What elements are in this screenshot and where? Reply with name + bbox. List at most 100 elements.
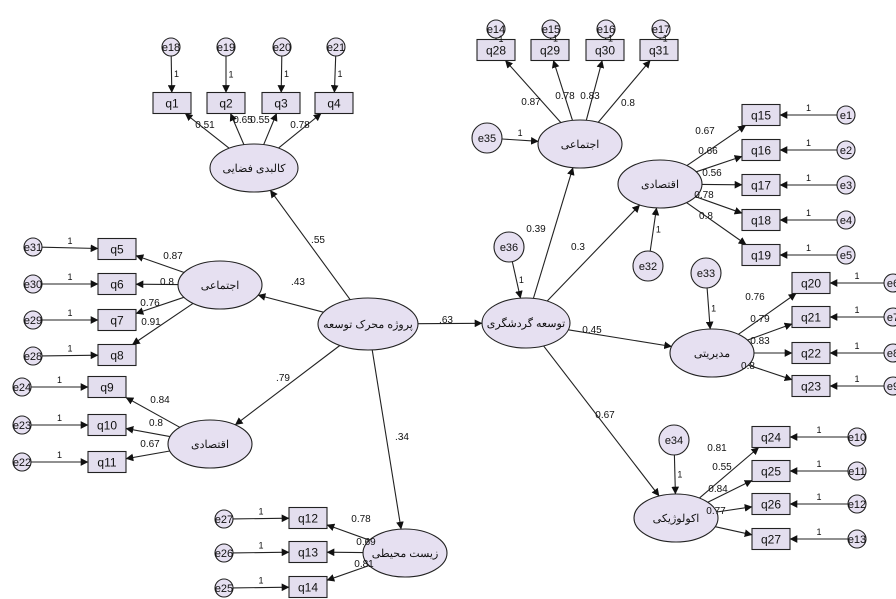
observed-variable-box [261, 91, 301, 115]
observed-variable-box [585, 38, 625, 62]
error-term-label: e31 [24, 242, 42, 254]
error-term-label: e11 [848, 466, 866, 478]
error-term-circle [651, 19, 671, 39]
disturbance-circle [690, 257, 722, 289]
latent-label: زیست محیطی [372, 548, 439, 560]
fixed-parameter-label: 1 [656, 225, 661, 235]
fixed-parameter-label: 1 [816, 527, 821, 537]
observed-variable-box [87, 375, 127, 399]
loading-value: 0.84 [150, 395, 170, 406]
observed-variable-box [741, 138, 781, 162]
disturbance-arrow [511, 261, 523, 299]
fixed-parameter-label: 1 [806, 103, 811, 113]
disturbance-label: e35 [478, 133, 496, 145]
error-term-circle [883, 343, 896, 363]
loading-value: 0.8 [621, 98, 635, 109]
loading-value: 0.77 [706, 506, 726, 517]
fixed-parameter-label: 1 [174, 69, 179, 79]
structural-path-arrow [546, 204, 641, 302]
loading-arrow [585, 60, 605, 121]
observed-variable-box [87, 413, 127, 437]
fixed-parameter-label: 1 [553, 34, 558, 44]
latent-label: اقتصادی [641, 179, 679, 191]
loading-arrow [707, 479, 753, 503]
fixed-parameter-label: 1 [57, 413, 62, 423]
loading-value: 0.87 [521, 97, 541, 108]
latent-label: توسعه گردشگری [487, 317, 565, 330]
fixed-parameter-label: 1 [67, 236, 72, 246]
loading-value: 0.78 [351, 514, 371, 525]
structural-coefficient: .43 [291, 277, 305, 288]
observed-variable-label: q28 [486, 44, 506, 58]
structural-path-arrow [568, 329, 672, 350]
observed-variable-label: q17 [751, 179, 771, 193]
error-path-arrow [330, 55, 339, 93]
loading-arrow [597, 60, 651, 123]
observed-variable-label: q10 [97, 419, 117, 433]
error-term-label: e21 [327, 42, 345, 54]
error-term-label: e8 [887, 348, 896, 360]
error-term-circle [12, 415, 32, 435]
error-path-arrow [277, 55, 286, 93]
structural-coefficient: 0.67 [595, 410, 615, 421]
latent-node [317, 297, 419, 351]
error-path-arrow [232, 514, 290, 523]
observed-variable-label: q6 [110, 278, 124, 292]
structural-path-arrow [543, 345, 660, 497]
observed-variable-label: q15 [751, 109, 771, 123]
loading-value: 0.66 [698, 146, 718, 157]
error-term-circle [836, 140, 856, 160]
loading-arrow [135, 254, 185, 274]
fixed-parameter-label: 1 [816, 492, 821, 502]
error-term-label: e27 [215, 514, 233, 526]
fixed-parameter-label: 1 [854, 341, 859, 351]
observed-variable-label: q27 [761, 533, 781, 547]
error-term-label: e30 [24, 279, 42, 291]
loading-value: 0.78 [290, 120, 310, 131]
error-term-circle [847, 427, 867, 447]
fixed-parameter-label: 1 [806, 243, 811, 253]
observed-variable-box [791, 341, 831, 365]
error-term-circle [836, 175, 856, 195]
structural-coefficient: 0.39 [526, 224, 546, 235]
latent-label: مدیریتی [694, 348, 730, 360]
fixed-parameter-label: 1 [67, 272, 72, 282]
observed-variable-box [741, 243, 781, 267]
observed-variable-label: q25 [761, 465, 781, 479]
loading-value: 0.69 [356, 537, 376, 548]
loading-value: 0.78 [694, 190, 714, 201]
loading-arrow [125, 397, 181, 428]
observed-variable-label: q3 [274, 97, 288, 111]
observed-variable-box [288, 506, 328, 530]
structural-coefficient: 0.45 [582, 325, 602, 336]
latent-node [177, 260, 263, 310]
loading-value: 0.51 [195, 120, 215, 131]
fixed-parameter-label: 1 [258, 541, 263, 551]
structural-path-arrow [371, 349, 404, 530]
error-term-circle [883, 307, 896, 327]
loading-arrow [125, 450, 170, 462]
disturbance-circle [493, 231, 525, 263]
observed-variable-box [206, 91, 246, 115]
structural-coefficient: .63 [439, 315, 453, 326]
error-term-circle [883, 273, 896, 293]
observed-variable-box [476, 38, 516, 62]
latent-label: اقتصادی [191, 439, 229, 451]
loading-arrow [715, 526, 753, 537]
latent-node [617, 159, 703, 209]
error-path-arrow [167, 55, 176, 93]
error-path-arrow [232, 548, 290, 557]
observed-variable-box [152, 91, 192, 115]
observed-variable-box [639, 38, 679, 62]
error-term-circle [486, 19, 506, 39]
error-term-circle [272, 37, 292, 57]
loading-arrow [716, 504, 753, 513]
observed-variable-label: q8 [110, 349, 124, 363]
error-term-circle [847, 461, 867, 481]
error-term-label: e6 [887, 278, 896, 290]
error-term-label: e25 [215, 583, 233, 595]
loading-arrow [748, 364, 793, 382]
observed-variable-box [741, 103, 781, 127]
error-term-circle [216, 37, 236, 57]
latent-node [481, 297, 571, 349]
